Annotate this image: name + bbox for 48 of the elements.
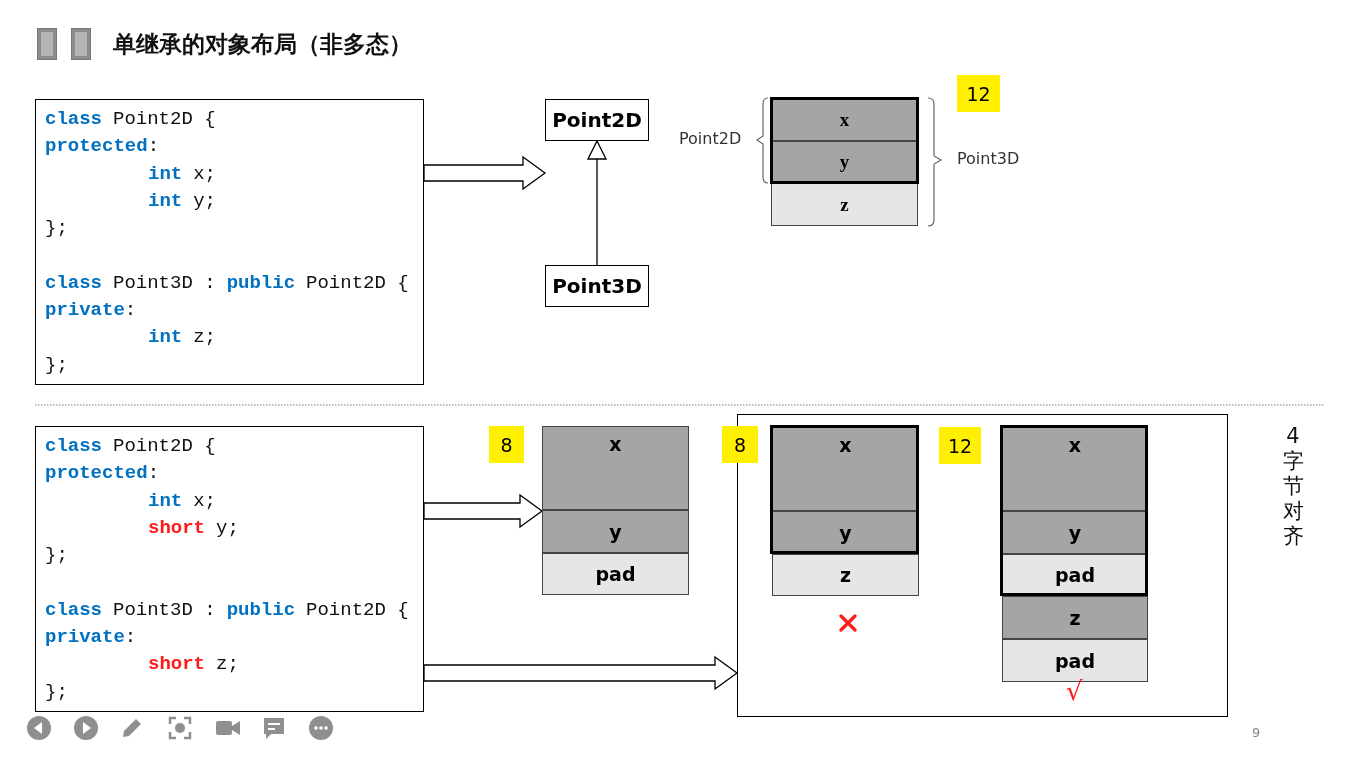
code-line: class Point3D : public Point2D { (45, 598, 409, 621)
code-line: int x; (148, 162, 217, 185)
code-line: }; (45, 544, 68, 567)
bracket-label: Point3D (957, 149, 1020, 168)
code-line: class Point2D { (45, 108, 216, 130)
memory-cell: x (772, 427, 919, 511)
code-line: int y; (148, 189, 217, 212)
memory-cell: x (771, 98, 918, 141)
memory-cell: y (771, 141, 918, 183)
code-line: class Point2D { (45, 435, 216, 457)
memory-cell: z (772, 554, 919, 596)
memory-cell: pad (1002, 554, 1148, 596)
block-arrow (423, 155, 547, 191)
size-badge: 8 (489, 426, 524, 463)
code-line: int z; (148, 326, 217, 349)
code-line: protected: (45, 135, 160, 158)
code-line: }; (45, 353, 68, 376)
size-badge: 12 (957, 75, 1000, 112)
slide-title: 单继承的对象布局（非多态） (113, 30, 412, 59)
memory-cell: pad (542, 553, 689, 595)
size-badge: 8 (722, 426, 758, 463)
code-line: short z; (148, 653, 239, 676)
code-line: }; (45, 217, 68, 240)
inheritance-arrow (587, 140, 607, 266)
layout-frame (737, 414, 1228, 717)
memory-cell: z (1002, 596, 1148, 639)
code-line: }; (45, 680, 68, 703)
code-line: protected: (45, 462, 160, 485)
class-box: Point3D (545, 265, 649, 307)
code-line: int x; (148, 489, 217, 512)
code-line: short y; (148, 516, 239, 539)
memory-cell: x (542, 426, 689, 510)
memory-cell: y (542, 510, 689, 553)
size-badge: 12 (939, 427, 981, 464)
alignment-note: 4字节对齐 (1281, 424, 1305, 549)
code-box (35, 99, 424, 385)
class-box: Point2D (545, 99, 649, 141)
memory-cell: y (1002, 511, 1148, 554)
code-line: private: (45, 626, 137, 649)
block-arrow (423, 493, 544, 529)
page-number: 9 (1252, 725, 1261, 740)
code-box (35, 426, 424, 712)
bracket-label: Point2D (679, 129, 742, 148)
code-line: class Point3D : public Point2D { (45, 271, 409, 294)
memory-cell: x (1002, 427, 1148, 511)
memory-cell: z (771, 183, 918, 226)
block-arrow (423, 655, 739, 691)
code-line: private: (45, 299, 137, 322)
